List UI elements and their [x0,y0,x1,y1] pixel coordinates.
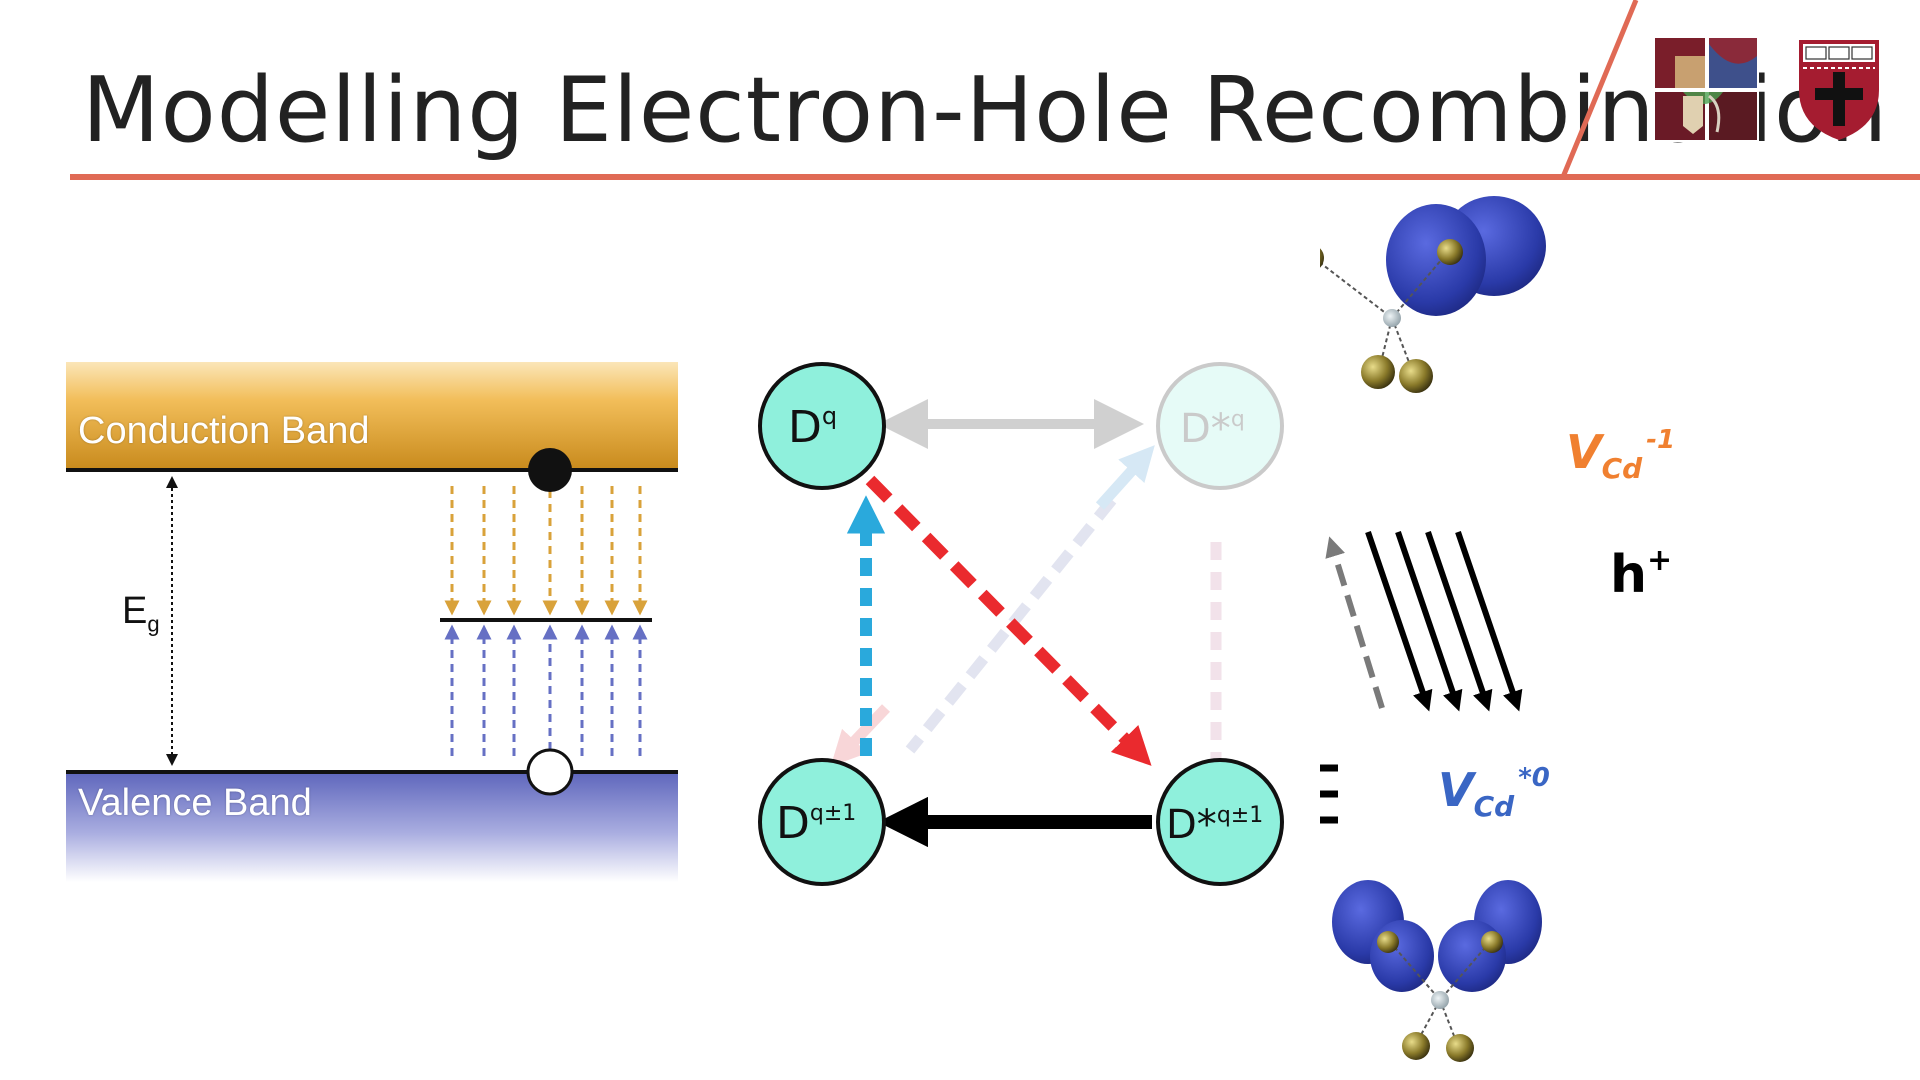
valence-band [66,772,678,882]
hole-capture-arrows [1365,531,1523,712]
svg-text:Dq: Dq [788,402,837,453]
label-vcd-minus1: VCd-1 [1566,425,1675,485]
page-title: Modelling Electron-Hole Recombination [82,58,1889,163]
capture-arrows [444,486,648,756]
state-d-star-q: D*q [1156,362,1284,490]
shield-logo-icon [1799,40,1879,140]
molecule-bottom-right [1332,880,1542,1062]
molecule-top [1320,196,1546,393]
hole-label: h+ [1610,543,1672,605]
arrow-faded-diagonal [905,496,1117,754]
arrow-faded-head-red [830,704,890,767]
state-transition-diagram: Dq D*q Dq±1 D*q±1 [758,362,1284,886]
valence-band-label: Valence Band [78,782,312,824]
seal-logo-icon [1653,36,1759,142]
hole-dot [526,748,574,796]
svg-text:D*q: D*q [1180,406,1245,452]
arrow-faded-head-blue [1095,445,1155,510]
state-d-q: Dq [758,362,886,490]
band-gap-label: Eg [122,590,160,637]
conduction-band-label: Conduction Band [78,410,370,452]
state-d-q-pm1: Dq±1 [758,758,886,886]
relaxation-arrows [1320,764,1338,824]
label-vcd-star0: VCd*0 [1438,763,1550,823]
hole-emission-arrow [1325,536,1385,709]
state-d-star-q-pm1: D*q±1 [1156,758,1284,886]
defect-orbital-diagram: VCd-1 e− h+ VCd0 VCd*0 or [1320,196,1675,1062]
arrow-red-dq-to-dstarq1 [865,475,1152,766]
band-diagram [66,362,678,882]
svg-text:Dq±1: Dq±1 [776,798,856,849]
diagonal-accent-line [1560,0,1639,178]
conduction-band [66,362,678,470]
electron-dot [528,448,572,492]
svg-text:D*q±1: D*q±1 [1166,802,1263,848]
